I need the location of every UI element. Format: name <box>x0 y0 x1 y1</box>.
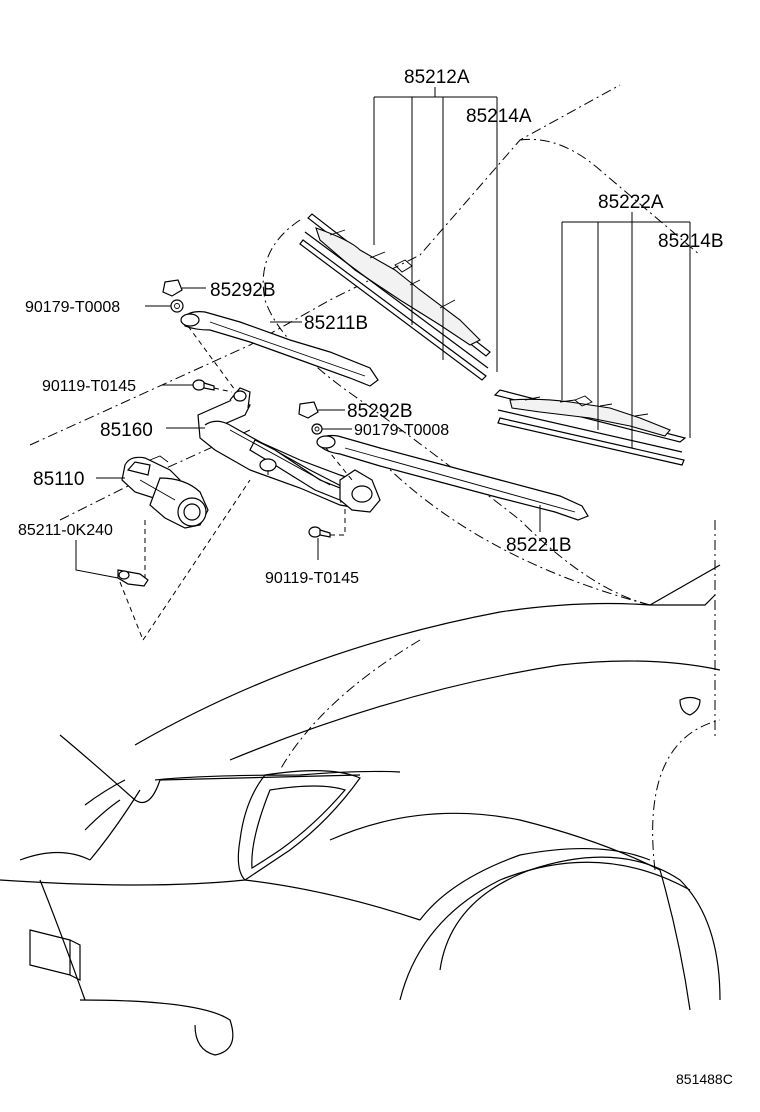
label-85221b: 85221B <box>506 535 572 556</box>
assembly-relation-lines <box>119 325 353 641</box>
wiper-bracket-85211-0k240[interactable] <box>117 569 149 587</box>
nut-upper[interactable] <box>170 299 184 313</box>
label-90119-t0145-lower: 90119-T0145 <box>265 570 359 587</box>
driver-wiper-arm[interactable] <box>180 311 379 387</box>
label-85160: 85160 <box>100 420 153 441</box>
pivot-cap-upper[interactable] <box>162 279 183 297</box>
passenger-wiper-arm[interactable] <box>316 434 589 521</box>
driver-wiper-blade[interactable] <box>299 213 491 381</box>
nut-middle[interactable] <box>311 423 323 435</box>
label-85110: 85110 <box>33 469 84 490</box>
label-85212a: 85212A <box>404 67 470 88</box>
bolt-upper[interactable] <box>192 379 215 391</box>
label-90179-t0008-middle: 90179-T0008 <box>354 422 449 439</box>
label-85214a: 85214A <box>466 106 532 127</box>
bolt-lower[interactable] <box>308 526 331 538</box>
label-85211b: 85211B <box>304 313 368 334</box>
passenger-wiper-blade[interactable] <box>493 389 687 466</box>
label-85211-0k240: 85211-0K240 <box>18 522 113 539</box>
wiper-motor[interactable] <box>121 455 209 529</box>
label-85222a: 85222A <box>598 192 664 213</box>
label-90179-t0008-upper: 90179-T0008 <box>25 299 120 316</box>
label-85292b-middle: 85292B <box>347 401 413 422</box>
leader-lines <box>75 87 691 579</box>
label-85214b: 85214B <box>658 231 724 252</box>
vehicle-body-outline <box>0 84 721 1056</box>
pivot-cap-middle[interactable] <box>298 401 319 419</box>
label-90119-t0145-upper: 90119-T0145 <box>42 378 136 395</box>
label-85292b-upper: 85292B <box>210 280 276 301</box>
diagram-code: 851488C <box>676 1071 733 1087</box>
wiper-link-assembly[interactable] <box>197 387 381 513</box>
